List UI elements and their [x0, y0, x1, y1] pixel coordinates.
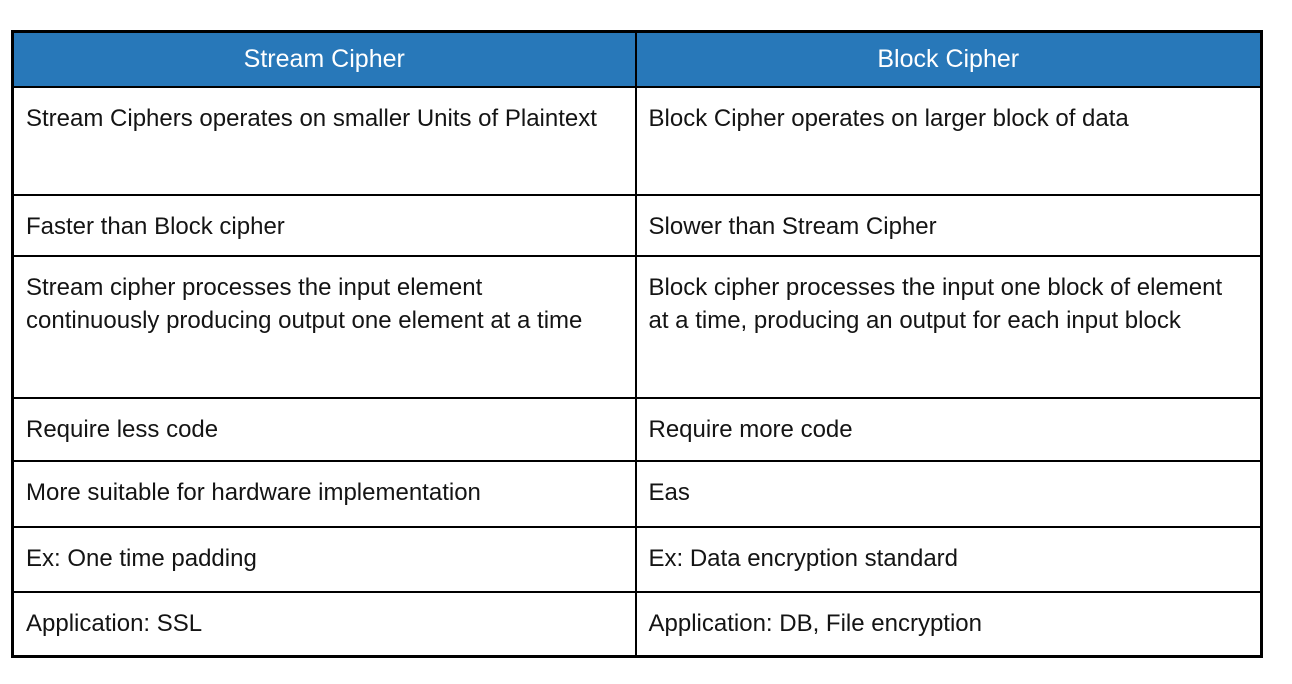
cell-stream-hardware: More suitable for hardware implementatio… — [11, 460, 637, 528]
table-row: More suitable for hardware implementatio… — [11, 460, 1263, 528]
cell-stream-processing: Stream cipher processes the input elemen… — [11, 255, 637, 399]
table-row: Stream cipher processes the input elemen… — [11, 255, 1263, 399]
cell-stream-speed: Faster than Block cipher — [11, 194, 637, 257]
table-row: Stream Ciphers operates on smaller Units… — [11, 86, 1263, 196]
column-header-stream-cipher: Stream Cipher — [11, 30, 637, 88]
cell-block-application: Application: DB, File encryption — [634, 591, 1263, 658]
table-row: Faster than Block cipher Slower than Str… — [11, 194, 1263, 257]
cell-stream-example: Ex: One time padding — [11, 526, 637, 593]
cell-stream-units: Stream Ciphers operates on smaller Units… — [11, 86, 637, 196]
cell-stream-code: Require less code — [11, 397, 637, 462]
header-row: Stream Cipher Block Cipher — [11, 30, 1263, 88]
table-row: Application: SSL Application: DB, File e… — [11, 591, 1263, 658]
cell-stream-application: Application: SSL — [11, 591, 637, 658]
table-row: Ex: One time padding Ex: Data encryption… — [11, 526, 1263, 593]
cell-block-speed: Slower than Stream Cipher — [634, 194, 1263, 257]
column-header-block-cipher: Block Cipher — [634, 30, 1263, 88]
cell-block-code: Require more code — [634, 397, 1263, 462]
comparison-table: Stream Cipher Block Cipher Stream Cipher… — [11, 30, 1263, 658]
cell-block-processing: Block cipher processes the input one blo… — [634, 255, 1263, 399]
table-row: Require less code Require more code — [11, 397, 1263, 462]
cell-block-example: Ex: Data encryption standard — [634, 526, 1263, 593]
cell-block-hardware: Eas — [634, 460, 1263, 528]
cell-block-units: Block Cipher operates on larger block of… — [634, 86, 1263, 196]
